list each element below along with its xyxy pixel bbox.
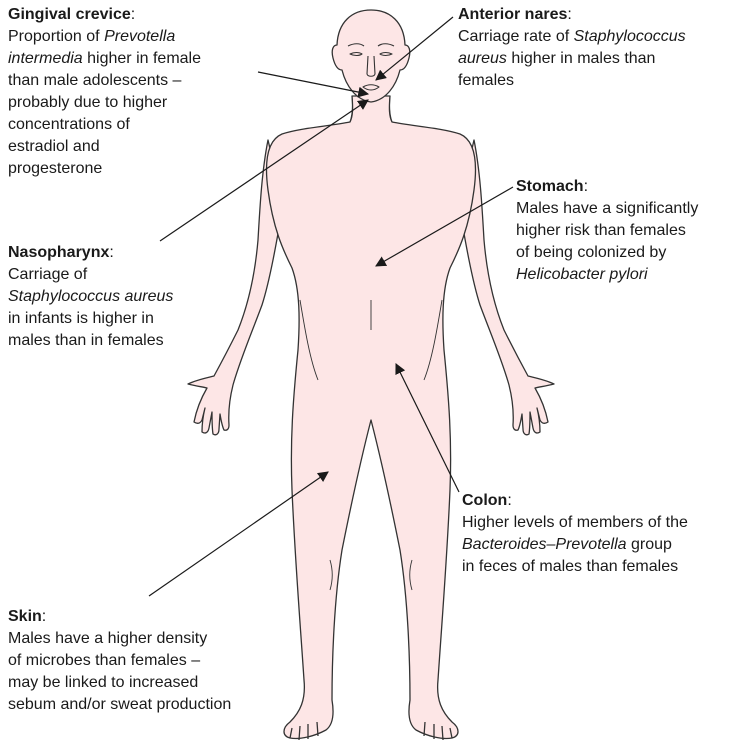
label-gingival-crevice: Gingival crevice: Proportion of Prevotel… (8, 4, 268, 180)
label-body: Proportion of Prevotella intermedia high… (8, 26, 268, 180)
label-anterior-nares: Anterior nares: Carriage rate of Staphyl… (458, 4, 743, 92)
label-body: Higher levels of members of the Bacteroi… (462, 512, 744, 578)
body-text: Males have a higher density of microbes … (8, 630, 231, 713)
italic-text: Staphylococcus aureus (8, 288, 173, 305)
body-text: in infants is higher in males than in fe… (8, 310, 164, 349)
label-title: Gingival crevice (8, 6, 131, 23)
italic-text: Bacteroides–Prevotella (462, 536, 627, 553)
body-text: Proportion of (8, 28, 104, 45)
label-body: Carriage of Staphylococcus aureus in inf… (8, 264, 208, 352)
label-body: Carriage rate of Staphylococcus aureus h… (458, 26, 743, 92)
label-body: Males have a significantly higher risk t… (516, 198, 744, 286)
label-colon: Colon: Higher levels of members of the B… (462, 490, 744, 578)
label-skin: Skin: Males have a higher density of mic… (8, 606, 298, 716)
label-nasopharynx: Nasopharynx: Carriage of Staphylococcus … (8, 242, 208, 352)
label-title: Stomach (516, 178, 584, 195)
label-body: Males have a higher density of microbes … (8, 628, 298, 716)
label-title: Skin (8, 608, 42, 625)
label-title: Nasopharynx (8, 244, 109, 261)
head (332, 10, 410, 102)
italic-text: Helicobacter pylori (516, 266, 648, 283)
label-stomach: Stomach: Males have a significantly high… (516, 176, 744, 286)
body-text: Males have a significantly higher risk t… (516, 200, 698, 261)
body-text: higher in female than male adolescents –… (8, 50, 201, 177)
body-text: Carriage rate of (458, 28, 574, 45)
body-text: Carriage of (8, 266, 87, 283)
label-title: Colon (462, 492, 507, 509)
body-text: Higher levels of members of the (462, 514, 688, 531)
label-title: Anterior nares (458, 6, 567, 23)
